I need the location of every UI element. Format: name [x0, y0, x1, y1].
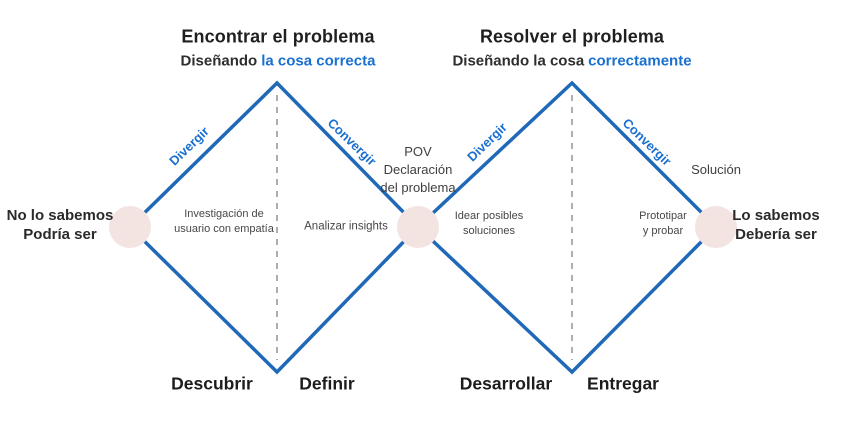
pov-node-label: POV Declaración del problema: [380, 143, 455, 197]
end-node-label: Lo sabemos Debería ser: [732, 206, 820, 244]
prototype-line1: Prototipar: [639, 210, 687, 222]
research-line2: usuario con empatía: [174, 223, 274, 235]
ideate-line1: Idear posibles: [454, 210, 524, 222]
pov-line3: del problema: [380, 180, 456, 195]
phase-label-develop: Desarrollar: [459, 373, 553, 394]
activity-research: Investigación de usuario con empatía: [174, 207, 274, 237]
activity-prototype: Prototipar y probar: [639, 209, 687, 239]
pov-line1: POV: [404, 144, 432, 159]
prototype-line2: y probar: [642, 225, 684, 237]
start-node-circle: [109, 206, 151, 248]
start-label-line1: No lo sabemos: [6, 207, 114, 224]
solution-node-label: Solución: [691, 162, 741, 177]
activity-analyze: Analizar insights: [304, 220, 388, 233]
research-line1: Investigación de: [184, 208, 264, 220]
phase-label-deliver: Entregar: [587, 373, 659, 394]
phase-label-define: Definir: [299, 373, 355, 394]
activity-ideate: Idear posibles soluciones: [455, 209, 524, 239]
start-label-line2: Podría ser: [23, 226, 97, 243]
start-node-label: No lo sabemos Podría ser: [7, 206, 114, 244]
subtitle-accent-text: correctamente: [588, 52, 692, 70]
pov-node-circle: [397, 206, 439, 248]
subtitle-accent-text: la cosa correcta: [261, 52, 376, 70]
header-find-problem-title: Encontrar el problema: [181, 26, 375, 47]
subtitle-plain-text: Diseñando la cosa: [452, 52, 585, 70]
header-solve-problem-title: Resolver el problema: [479, 26, 665, 47]
end-label-line2: Debería ser: [735, 226, 817, 243]
phase-label-discover: Descubrir: [171, 373, 253, 394]
end-label-line1: Lo sabemos: [732, 207, 820, 224]
subtitle-plain-text: Diseñando: [180, 52, 258, 70]
solution-node-circle: [695, 206, 737, 248]
pov-line2: Declaración: [383, 162, 453, 177]
ideate-line2: soluciones: [463, 225, 515, 237]
